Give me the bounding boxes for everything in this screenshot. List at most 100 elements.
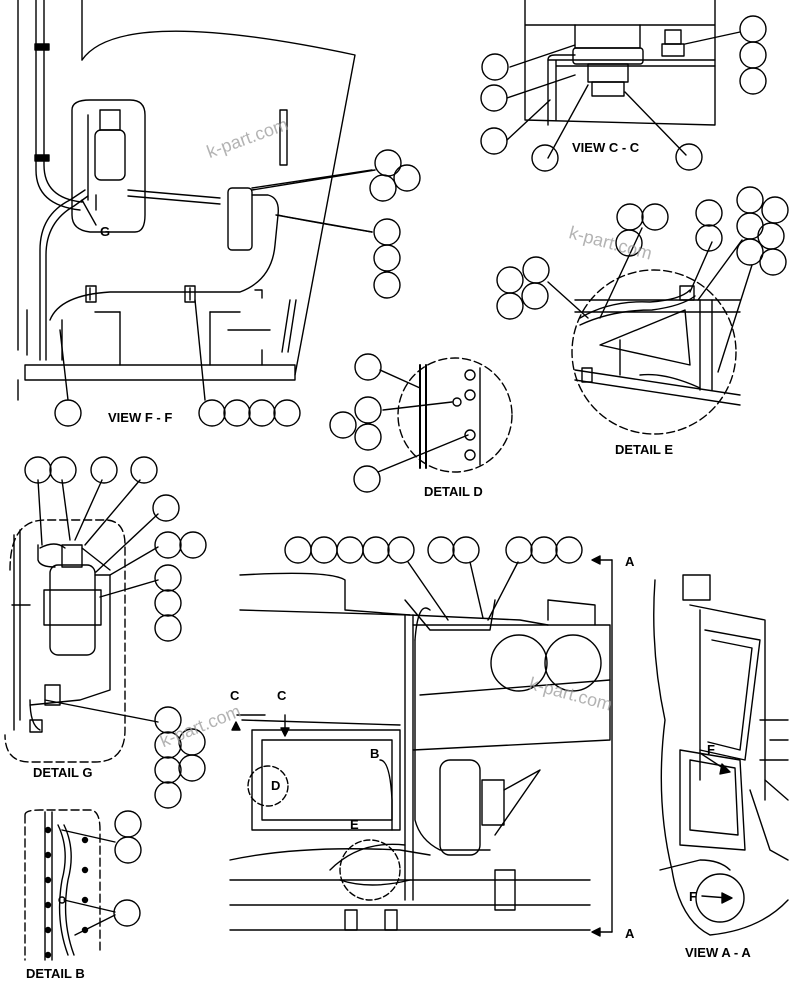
outline-stroke xyxy=(682,574,711,601)
callout-balloon xyxy=(387,536,415,564)
callout-balloon xyxy=(154,706,182,734)
detail-g-drawing xyxy=(4,519,126,763)
outline-stroke xyxy=(119,311,211,366)
outline-stroke xyxy=(414,607,431,641)
outline-stroke xyxy=(679,749,746,851)
callout-balloon xyxy=(154,589,182,617)
outline-stroke xyxy=(439,759,481,856)
outline-stroke xyxy=(659,859,731,871)
outline-stroke xyxy=(254,289,263,299)
leader-line xyxy=(84,479,141,546)
view-ff-drawing xyxy=(17,0,376,401)
leader-line xyxy=(379,369,421,389)
callout-balloon xyxy=(44,876,52,884)
outline-stroke xyxy=(639,373,701,389)
outline-stroke xyxy=(591,81,625,97)
callout-balloon xyxy=(49,456,77,484)
leader-line xyxy=(61,479,71,541)
callout-balloon xyxy=(464,449,476,461)
view-cc-drawing xyxy=(524,0,716,126)
detail-e-title: DETAIL E xyxy=(615,442,674,457)
outline-stroke xyxy=(329,843,406,871)
outline-stroke xyxy=(239,609,411,616)
callout-balloon xyxy=(452,536,480,564)
callout-balloon xyxy=(353,465,381,493)
outline-stroke xyxy=(241,719,401,726)
outline-stroke xyxy=(619,299,713,391)
outline-stroke xyxy=(759,719,789,801)
outline-stroke xyxy=(689,759,739,836)
callout-balloon xyxy=(739,67,767,95)
outline-stroke xyxy=(404,599,496,631)
callout-balloon xyxy=(154,614,182,642)
outline-stroke xyxy=(699,629,761,761)
outline-stroke xyxy=(481,779,505,826)
view-cc-title: VIEW C - C xyxy=(572,140,640,155)
outline-stroke xyxy=(664,29,682,45)
outline-stroke xyxy=(251,729,401,831)
callout-balloon xyxy=(761,196,789,224)
detail-g-title: DETAIL G xyxy=(33,765,93,780)
outline-stroke xyxy=(679,285,695,301)
outline-stroke xyxy=(251,169,376,191)
callout-balloon xyxy=(354,396,382,424)
marker-a-bottom: A xyxy=(625,926,635,941)
detail-d-callouts xyxy=(329,353,469,493)
callout-balloon xyxy=(373,244,401,272)
callout-balloon xyxy=(496,292,524,320)
outline-stroke xyxy=(579,289,691,319)
leader-line xyxy=(547,281,589,319)
callout-balloon xyxy=(247,765,289,807)
outline-stroke xyxy=(24,809,101,961)
callout-balloon xyxy=(114,836,142,864)
callout-balloon xyxy=(54,399,82,427)
outline-stroke xyxy=(229,879,591,931)
marker-c-right: C xyxy=(277,688,287,703)
callout-balloon xyxy=(90,456,118,484)
outline-stroke xyxy=(34,43,50,51)
outline-stroke xyxy=(661,43,685,57)
outline-stroke xyxy=(239,572,549,626)
detail-d-drawing xyxy=(397,357,513,473)
callout-balloon xyxy=(339,839,401,901)
outline-stroke xyxy=(44,811,53,961)
callout-balloon xyxy=(362,536,390,564)
leader-line xyxy=(251,169,373,189)
callout-balloon xyxy=(248,399,276,427)
arrowhead xyxy=(231,721,241,731)
outline-stroke xyxy=(414,639,491,851)
callout-balloon xyxy=(329,411,357,439)
callout-balloon xyxy=(464,389,476,401)
leader-line xyxy=(487,561,519,621)
leader-line xyxy=(509,44,576,68)
leader-line xyxy=(382,401,453,411)
outline-stroke xyxy=(24,364,296,381)
outline-stroke xyxy=(39,543,111,571)
outline-stroke xyxy=(412,624,611,751)
outline-stroke xyxy=(419,679,611,696)
outline-stroke xyxy=(13,529,21,731)
leader-line xyxy=(717,264,753,373)
outline-stroke xyxy=(94,129,126,181)
outline-stroke xyxy=(281,299,297,353)
outline-stroke xyxy=(127,189,221,205)
leader-line xyxy=(599,227,643,319)
leader-line xyxy=(469,561,484,619)
callout-balloon xyxy=(757,222,785,250)
outline-stroke xyxy=(547,59,716,126)
leader-line xyxy=(697,239,743,301)
leader-line xyxy=(99,579,159,598)
callout-balloon xyxy=(178,754,206,782)
callout-balloon xyxy=(739,41,767,69)
outline-stroke xyxy=(547,599,596,626)
outline-stroke xyxy=(579,295,696,326)
leader-line xyxy=(684,31,741,45)
outline-stroke xyxy=(49,194,279,321)
outline-stroke xyxy=(71,99,146,233)
callout-balloon xyxy=(695,224,723,252)
outline-stroke xyxy=(87,114,97,211)
callout-balloon xyxy=(273,399,301,427)
marker-c-left: C xyxy=(230,688,240,703)
outline-stroke xyxy=(379,759,393,831)
